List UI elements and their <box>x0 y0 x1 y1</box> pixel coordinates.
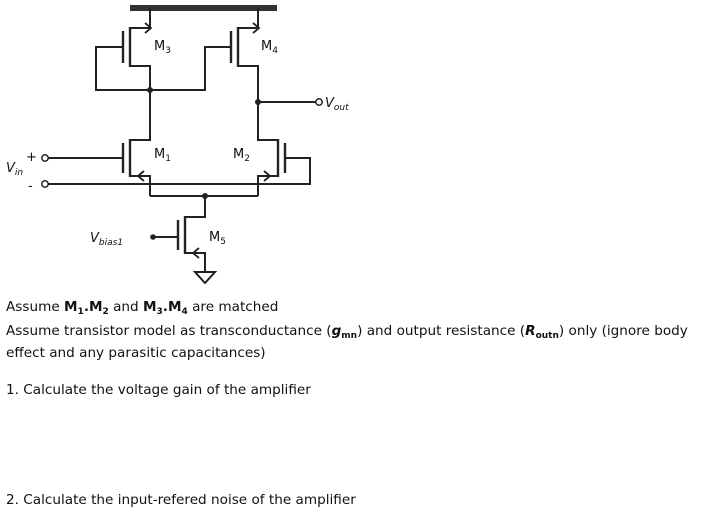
assumption-model: Assume transistor model as transconducta… <box>6 323 688 341</box>
transistor-m4 <box>150 8 261 105</box>
assumption-matched: Assume M1.M2 and M3.M4 are matched <box>6 299 279 317</box>
transistor-m5 <box>150 216 206 272</box>
label-m2: M2 <box>233 147 250 164</box>
label-vbias1: Vbias1 <box>90 231 123 248</box>
question-1: 1. Calculate the voltage gain of the amp… <box>6 382 311 398</box>
amplifier-circuit-schematic: M3 M4 M1 M2 M5 Vout Vin + - Vbias1 <box>6 5 349 285</box>
label-m1: M1 <box>154 147 171 164</box>
question-2: 2. Calculate the input-refered noise of … <box>6 492 356 508</box>
vin-minus-terminal <box>41 180 49 188</box>
vout-terminal <box>315 98 323 106</box>
vin-plus-terminal <box>41 154 49 162</box>
label-vin-plus: + <box>26 150 37 165</box>
label-m5: M5 <box>209 230 226 247</box>
transistor-m3 <box>95 8 153 93</box>
label-vout: Vout <box>325 96 349 113</box>
label-m4: M4 <box>261 39 278 56</box>
label-m3: M3 <box>154 39 171 56</box>
label-vin: Vin <box>6 161 23 178</box>
transistor-m2 <box>257 102 287 196</box>
label-vin-minus: - <box>28 179 33 194</box>
assumption-model-cont: effect and any parasitic capacitances) <box>6 345 266 361</box>
transistor-m1 <box>121 90 151 196</box>
ground-icon <box>192 271 218 285</box>
